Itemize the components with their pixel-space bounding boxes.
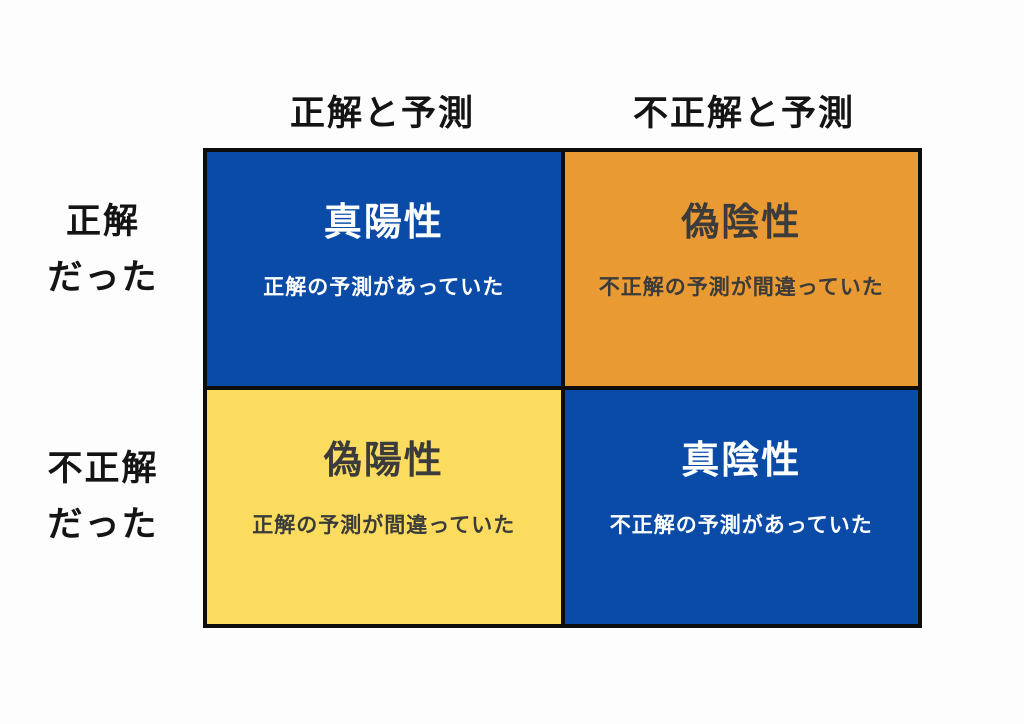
- row-header-actual-incorrect-line2: だった: [47, 505, 159, 545]
- cell-true-negative: 真陰性 不正解の予測があっていた: [564, 390, 918, 624]
- cell-false-negative-subtitle: 不正解の予測が間違っていた: [598, 275, 884, 299]
- row-header-actual-incorrect-line1: 不正解: [47, 449, 159, 489]
- cell-true-positive: 真陽性 正解の予測があっていた: [207, 152, 561, 386]
- matrix-grid: 真陽性 正解の予測があっていた 偽陰性 不正解の予測が間違っていた 偽陽性 正解…: [203, 148, 922, 628]
- row-header-actual-correct-line1: 正解: [65, 202, 140, 242]
- column-header-predicted-incorrect: 不正解と予測: [632, 94, 855, 134]
- cell-true-negative-title: 真陰性: [681, 438, 802, 482]
- cell-false-positive-title: 偽陽性: [323, 438, 444, 482]
- cell-false-positive: 偽陽性 正解の予測が間違っていた: [207, 390, 561, 624]
- column-header-predicted-correct: 正解と予測: [289, 94, 475, 134]
- row-header-actual-correct: 正解 だった: [12, 198, 194, 302]
- row-header-actual-correct-line2: だった: [47, 258, 159, 298]
- cell-true-positive-subtitle: 正解の予測があっていた: [263, 275, 505, 299]
- cell-false-negative: 偽陰性 不正解の予測が間違っていた: [564, 152, 918, 386]
- row-header-actual-incorrect: 不正解 だった: [12, 445, 194, 549]
- cell-true-positive-title: 真陽性: [323, 200, 444, 244]
- cell-true-negative-subtitle: 不正解の予測があっていた: [609, 513, 873, 537]
- cell-false-positive-subtitle: 正解の予測が間違っていた: [252, 513, 516, 537]
- cell-false-negative-title: 偽陰性: [681, 200, 802, 244]
